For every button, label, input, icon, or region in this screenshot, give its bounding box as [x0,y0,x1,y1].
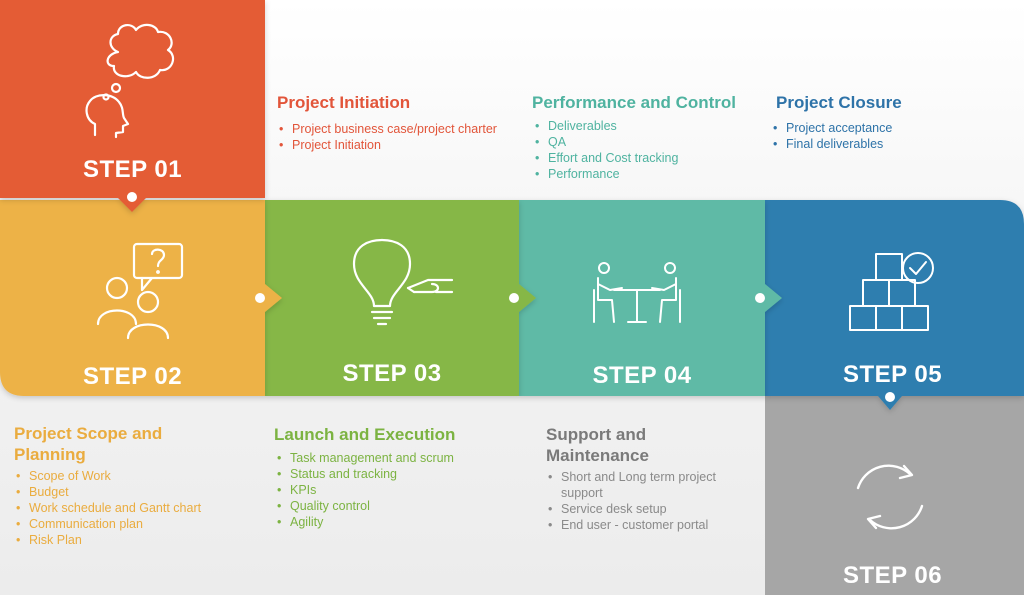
step-02-block [0,200,282,396]
list-item: Project Initiation [277,137,497,153]
list-item: QA [533,134,678,150]
scope-list: Scope of Work Budget Work schedule and G… [14,468,201,548]
launch-title: Launch and Execution [274,425,456,444]
connector-dot [509,293,519,303]
list-item: Risk Plan [14,532,201,548]
step-05-label: STEP 05 [842,361,943,388]
list-item: Final deliverables [771,136,892,152]
list-item: Deliverables [533,118,678,134]
list-item: Agility [275,514,454,530]
list-item: KPIs [275,482,454,498]
connector-dot [127,192,137,202]
step-04-label: STEP 04 [592,362,692,389]
step-01-label: STEP 01 [82,156,183,183]
list-item: Quality control [275,498,454,514]
support-list: Short and Long term project support Serv… [546,469,716,533]
list-item: Budget [14,484,201,500]
list-item: Project business case/project charter [277,121,497,137]
launch-list: Task management and scrum Status and tra… [275,450,454,530]
scope-title-line2: Planning [14,445,86,464]
scope-title-line1: Project Scope and [14,424,163,443]
meeting-table-icon [593,262,681,323]
scope-title: Project Scope and Planning [14,423,162,465]
list-item: Service desk setup [546,501,716,517]
support-title-line2: Maintenance [546,446,649,465]
step-06-label: STEP 06 [842,562,943,589]
initiation-list: Project business case/project charter Pr… [277,121,497,153]
support-item1-line1: Short and Long term project [561,470,716,484]
list-item: Effort and Cost tracking [533,150,678,166]
lightbulb-hand-icon [352,238,454,326]
performance-list: Deliverables QA Effort and Cost tracking… [533,118,678,182]
list-item: Project acceptance [771,120,892,136]
refresh-cycle-icon [856,464,924,530]
step-02-label: STEP 02 [82,363,183,390]
list-item: Short and Long term project support [546,469,716,501]
connector-dot [255,293,265,303]
list-item: End user - customer portal [546,517,716,533]
initiation-title: Project Initiation [277,93,411,112]
list-item: Status and tracking [275,466,454,482]
support-title-line1: Support and [546,425,647,444]
step-03-label: STEP 03 [342,360,442,387]
performance-title: Performance and Control [532,93,737,112]
connector-dot [885,392,895,402]
list-item: Communication plan [14,516,201,532]
list-item: Task management and scrum [275,450,454,466]
step-03-block [265,200,536,396]
closure-title: Project Closure [776,93,902,112]
boxes-check-icon [849,252,934,331]
list-item: Performance [533,166,678,182]
thinking-head-icon [85,23,175,139]
people-question-icon [96,242,184,340]
step-01-block [0,0,265,212]
connector-dot [755,293,765,303]
closure-list: Project acceptance Final deliverables [771,120,892,152]
step-06-block [765,380,1024,595]
list-item: Work schedule and Gantt chart [14,500,201,516]
step-04-block [519,200,782,396]
list-item: Scope of Work [14,468,201,484]
support-item1-line2: support [561,486,603,500]
support-title: Support and Maintenance [546,424,649,466]
